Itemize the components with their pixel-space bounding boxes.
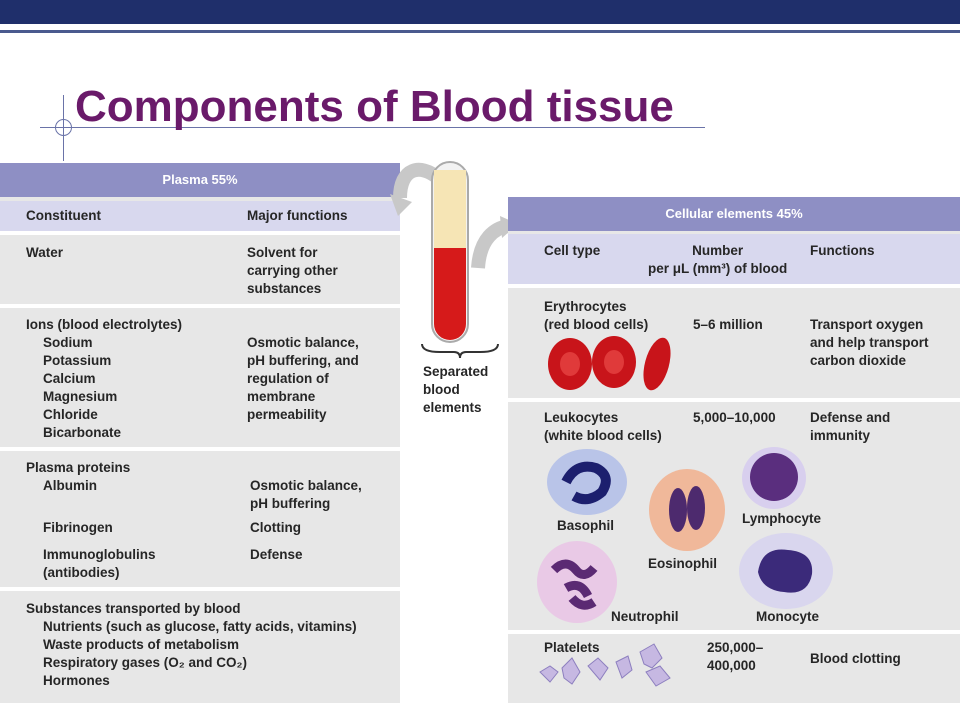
col-number: Number per μL (mm³) of blood <box>648 243 788 276</box>
cellular-header-label: Cellular elements 45% <box>665 206 803 221</box>
eosinophil-icon <box>649 469 725 551</box>
divider <box>0 304 400 308</box>
cellular-column-header-row <box>508 234 960 284</box>
plasma-table <box>0 163 400 703</box>
monocyte-icon <box>739 533 833 609</box>
top-banner <box>0 0 960 24</box>
platelets-name: Platelets <box>544 640 600 655</box>
slide-title: Components of Blood tissue <box>75 82 674 131</box>
immunoglobulins-function: Defense <box>250 547 303 562</box>
top-rule <box>0 30 960 33</box>
neutrophil-icon <box>537 541 617 623</box>
plasma-header: Plasma 55% <box>0 163 400 197</box>
proteins-name: Plasma proteins <box>26 460 131 475</box>
cellular-header: Cellular elements 45% <box>508 197 960 231</box>
platelets-function: Blood clotting <box>810 651 901 666</box>
leukocytes-function: Defense and immunity <box>810 410 891 443</box>
erythrocytes-number: 5–6 million <box>693 317 763 332</box>
col-cell-type: Cell type <box>544 243 601 258</box>
water-function: Solvent for carrying other substances <box>247 245 338 296</box>
plasma-header-label: Plasma 55% <box>162 172 238 187</box>
platelets-icon <box>539 643 671 687</box>
col-major-functions: Major functions <box>247 208 348 223</box>
immunoglobulins: Immunoglobulins (antibodies) <box>43 547 156 580</box>
test-tube-illustration <box>390 161 518 343</box>
ions-name: Ions (blood electrolytes) <box>26 317 183 332</box>
basophil-icon <box>547 449 627 515</box>
divider <box>508 284 960 288</box>
fibrinogen-function: Clotting <box>250 520 301 535</box>
leukocytes-number: 5,000–10,000 <box>693 410 776 425</box>
lymphocyte-label: Lymphocyte <box>742 511 822 526</box>
plasma-column-header-row <box>0 201 400 231</box>
erythrocytes-name: Erythrocytes (red blood cells) <box>544 299 649 332</box>
lymphocyte-icon <box>742 447 806 509</box>
divider <box>0 587 400 591</box>
fibrinogen: Fibrinogen <box>43 520 113 535</box>
col-constituent: Constituent <box>26 208 101 223</box>
monocyte-label: Monocyte <box>756 609 820 624</box>
col-functions: Functions <box>810 243 875 258</box>
leukocytes-name: Leukocytes (white blood cells) <box>544 410 662 443</box>
ions-function: Osmotic balance, pH buffering, and regul… <box>247 335 359 422</box>
red-blood-cells-image <box>548 336 671 391</box>
brace-icon <box>421 343 499 359</box>
basophil-label: Basophil <box>557 518 615 533</box>
neutrophil-label: Neutrophil <box>611 609 679 624</box>
divider <box>0 231 400 235</box>
eosinophil-label: Eosinophil <box>648 556 717 571</box>
substances-name: Substances transported by blood <box>26 601 241 616</box>
platelets-number: 250,000– 400,000 <box>707 640 764 673</box>
substances-items: Nutrients (such as glucose, fatty acids,… <box>43 619 357 688</box>
crosshair-circle-icon <box>55 119 72 136</box>
divider <box>0 447 400 451</box>
divider <box>508 398 960 402</box>
divider <box>508 630 960 634</box>
title-underline <box>40 127 705 128</box>
albumin-function: Osmotic balance, pH buffering <box>250 478 362 511</box>
erythrocytes-function: Transport oxygen and help transport carb… <box>810 317 929 368</box>
albumin: Albumin <box>43 478 97 493</box>
ions-items: Sodium Potassium Calcium Magnesium Chlor… <box>43 335 122 440</box>
tube-label: Separated blood elements <box>423 364 489 415</box>
water-name: Water <box>26 245 64 260</box>
